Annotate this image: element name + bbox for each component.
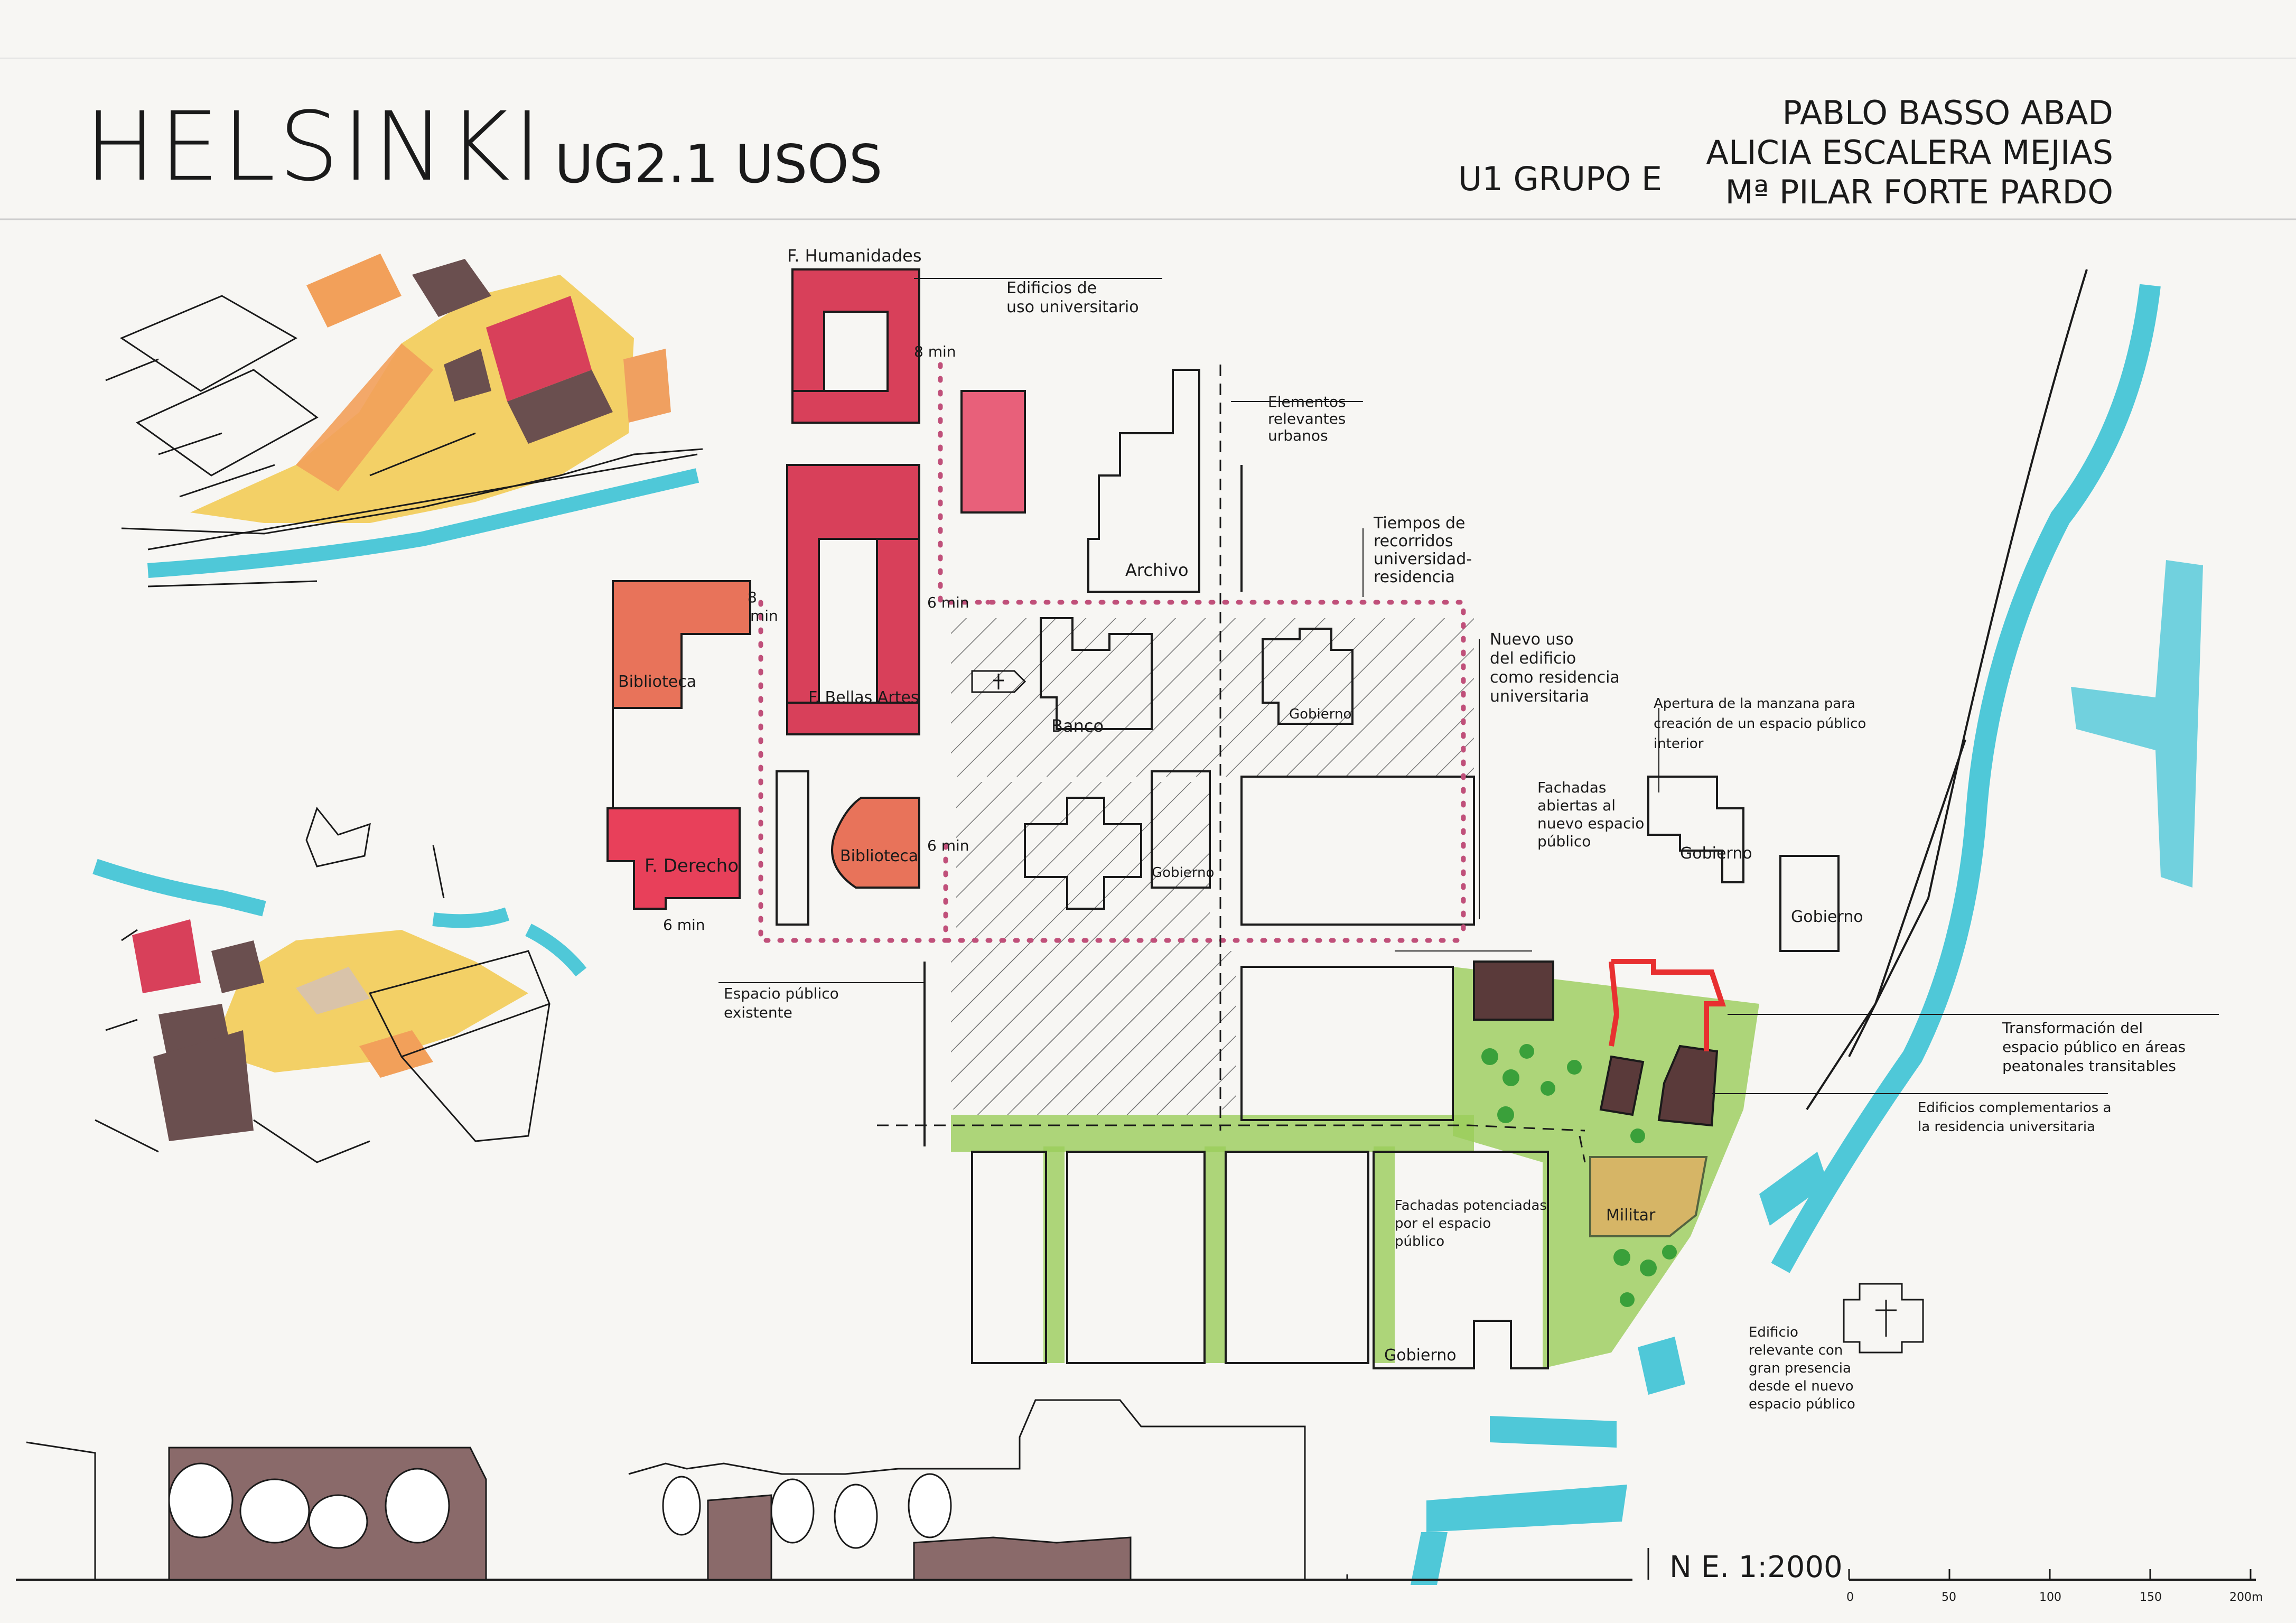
residence-buildings xyxy=(1473,959,1726,1127)
annotation-transformacion-line: Transformación del xyxy=(2002,1019,2143,1037)
annotation-apertura-line: creación de un espacio público xyxy=(1654,716,1866,732)
annotation-transformacion-line: peatonales transitables xyxy=(2002,1057,2176,1075)
annotation-nuevo-uso-line: como residencia xyxy=(1490,668,1620,687)
author-3: Mª PILAR FORTE PARDO xyxy=(1725,173,2114,211)
axonometric-sketch-top xyxy=(105,254,703,587)
scale-label: N E. 1:2000 xyxy=(1669,1550,1843,1584)
annotation-elementos-urbanos-line: urbanos xyxy=(1268,427,1328,444)
time-label-1: 8 min xyxy=(914,343,956,360)
annotation-fachadas-abiertas-line: abiertas al xyxy=(1537,797,1616,814)
annotation-edificio-relevante-line: espacio público xyxy=(1749,1396,1855,1412)
annotation-transformacion-line: espacio público en áreas xyxy=(2002,1038,2186,1056)
outline-buildings xyxy=(612,269,2088,1369)
river-water xyxy=(1411,284,2203,1585)
scale-bar xyxy=(1647,1548,2256,1581)
label-gobierno-1: Gobierno xyxy=(1289,706,1351,722)
annotation-fachadas-abiertas-line: Fachadas xyxy=(1537,779,1607,796)
annotation-tiempos-line: Tiempos de xyxy=(1373,514,1465,533)
annotation-tiempos-line: universidad- xyxy=(1374,550,1472,568)
label-militar: Militar xyxy=(1606,1206,1656,1225)
annotation-fachadas-potenciadas-line: público xyxy=(1395,1234,1444,1249)
annotation-elementos-urbanos-line: relevantes xyxy=(1268,410,1346,427)
public-space-hatch xyxy=(951,951,1236,1109)
annotation-elementos-urbanos-line: Elementos xyxy=(1268,393,1346,411)
annotation-fachadas-potenciadas-line: por el espacio xyxy=(1395,1216,1491,1232)
page-subtitle: UG2.1 USOS xyxy=(555,133,882,195)
annotation-uso-universitario-line: Edificios de xyxy=(1006,279,1097,297)
time-label-4: 6 min xyxy=(927,837,969,854)
annotation-uso-universitario-line: uso universitario xyxy=(1006,298,1139,316)
trees xyxy=(1481,1044,1677,1307)
annotation-nuevo-uso-line: Nuevo uso xyxy=(1490,630,1574,649)
page-title: HELSINKI xyxy=(85,92,544,202)
scale-tick-200: 200m xyxy=(2229,1591,2263,1604)
annotation-tiempos-line: residencia xyxy=(1374,568,1455,586)
label-banco: Banco xyxy=(1051,716,1104,736)
label-f-bellas-artes: F. Bellas Artes xyxy=(808,688,919,707)
annotation-edificio-relevante-line: relevante con xyxy=(1749,1342,1843,1358)
time-label-3: 6 min xyxy=(927,594,969,611)
annotation-apertura-line: interior xyxy=(1654,736,1704,752)
scale-tick-150: 150 xyxy=(2140,1591,2162,1604)
annotation-fachadas-potenciadas-line: Fachadas potenciadas xyxy=(1395,1198,1547,1214)
walking-routes xyxy=(758,362,1466,943)
label-biblioteca-1: Biblioteca xyxy=(618,673,696,691)
label-f-derecho: F. Derecho xyxy=(645,855,739,876)
group-label: U1 GRUPO E xyxy=(1458,160,1662,198)
label-gobierno-5: Gobierno xyxy=(1384,1346,1457,1365)
section-elevation xyxy=(16,1399,1632,1581)
annotation-complementarios-line: la residencia universitaria xyxy=(1918,1119,2095,1135)
annotation-nuevo-uso-line: del edificio xyxy=(1490,649,1576,668)
annotation-espacio-existente-line: existente xyxy=(724,1004,792,1021)
scale-tick-50: 50 xyxy=(1942,1591,1956,1604)
annotation-edificio-relevante-line: desde el nuevo xyxy=(1749,1378,1854,1394)
label-archivo: Archivo xyxy=(1125,560,1189,580)
annotation-edificio-relevante-line: gran presencia xyxy=(1749,1360,1851,1376)
label-gobierno-3: Gobierno xyxy=(1680,844,1752,863)
author-1: PABLO BASSO ABAD xyxy=(1782,94,2113,132)
time-label-5: 6 min xyxy=(663,916,705,934)
annotation-nuevo-uso-line: universitaria xyxy=(1490,687,1589,706)
time-label-2b: min xyxy=(750,607,778,624)
label-gobierno-4: Gobierno xyxy=(1791,908,1863,926)
annotation-edificio-relevante-line: Edificio xyxy=(1749,1324,1798,1340)
label-gobierno-2: Gobierno xyxy=(1152,865,1214,881)
annotation-complementarios-line: Edificios complementarios a xyxy=(1918,1100,2112,1116)
annotation-fachadas-abiertas-line: nuevo espacio xyxy=(1537,815,1644,832)
church-icon xyxy=(971,670,1924,1354)
label-f-humanidades: F. Humanidades xyxy=(787,246,922,266)
annotation-apertura-line: Apertura de la manzana para xyxy=(1654,696,1855,712)
public-space-hatch xyxy=(951,618,1474,777)
scale-tick-0: 0 xyxy=(1846,1591,1854,1604)
axis-lines xyxy=(877,365,1586,1163)
annotation-espacio-existente-line: Espacio público xyxy=(724,985,839,1002)
annotation-tiempos-line: recorridos xyxy=(1374,532,1453,551)
time-label-2: 8 xyxy=(748,589,757,606)
author-2: ALICIA ESCALERA MEJIAS xyxy=(1706,133,2113,172)
university-buildings xyxy=(606,268,1026,910)
annotation-fachadas-abiertas-line: público xyxy=(1537,833,1591,850)
leader-lines xyxy=(718,278,2219,1094)
label-biblioteca-2: Biblioteca xyxy=(840,847,918,865)
scale-tick-100: 100 xyxy=(2039,1591,2061,1604)
axonometric-sketch-bottom xyxy=(92,806,587,1163)
